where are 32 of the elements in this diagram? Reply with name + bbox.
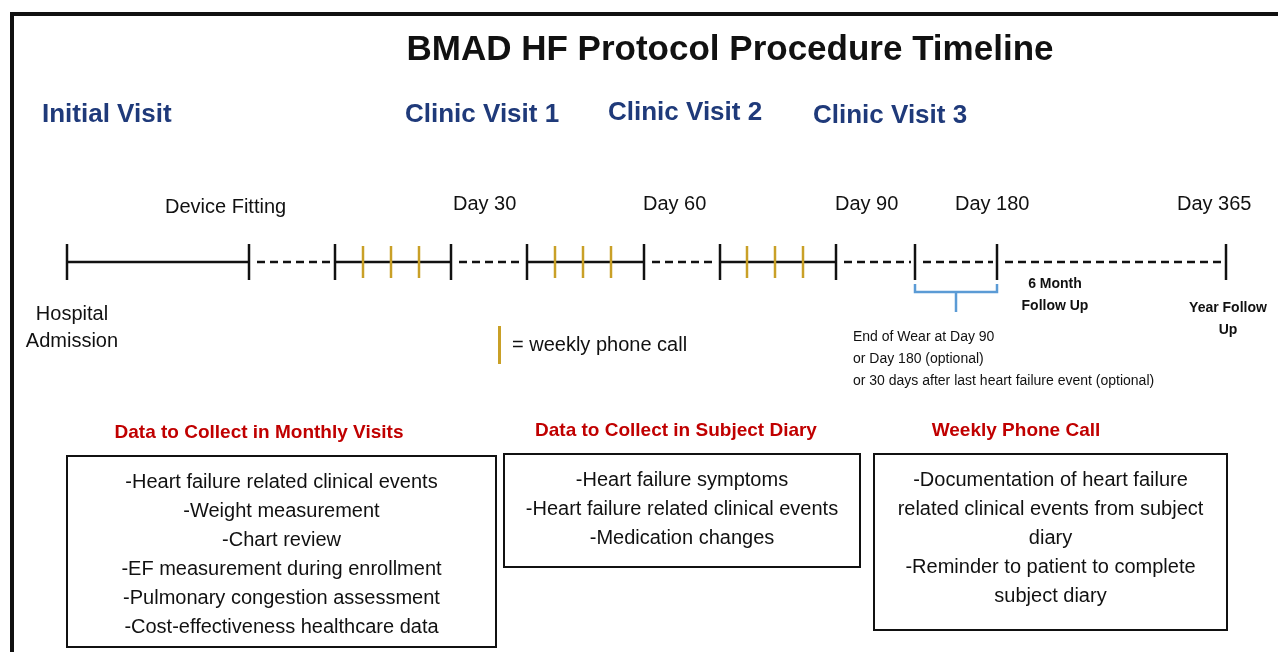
list-item: -Heart failure related clinical events: [124, 469, 439, 494]
box-heading: Data to Collect in Monthly Visits: [114, 421, 404, 443]
title: BMAD HF Protocol Procedure Timeline: [406, 28, 1054, 68]
list-item: -Chart review: [221, 527, 342, 552]
list-item: -Weight measurement: [182, 498, 381, 523]
list-item: -Reminder to patient to complete subject diary: [904, 554, 1197, 608]
milestone-label: Day 30: [453, 192, 517, 215]
visit-heading: Clinic Visit 2: [608, 96, 763, 127]
milestone-label: Day 365: [1177, 192, 1252, 215]
visit-heading: Clinic Visit 3: [813, 99, 968, 130]
list-item: -Pulmonary congestion assessment: [122, 585, 441, 610]
list-item: -Heart failure symptoms: [574, 467, 790, 492]
list-item: -Medication changes: [588, 525, 776, 550]
box-heading: Data to Collect in Subject Diary: [535, 419, 817, 441]
list-item: -Documentation of heart failure related clinical events from subject diary: [896, 467, 1205, 550]
note-text: or Day 180 (optional): [853, 350, 984, 366]
list-item: -Heart failure related clinical events: [524, 496, 840, 521]
milestone-label: Device Fitting: [165, 195, 287, 218]
milestone-label: Day 60: [643, 192, 707, 215]
milestone-label: 6 Month Follow Up: [1020, 274, 1090, 315]
milestone-label: Day 90: [835, 192, 899, 215]
list-item: -EF measurement during enrollment: [120, 556, 443, 581]
list-item: -Cost-effectiveness healthcare data: [123, 614, 440, 639]
note-text: or 30 days after last heart failure event (optional): [853, 372, 1155, 388]
milestone-label: Day 180: [955, 192, 1030, 215]
visit-heading: Initial Visit: [42, 98, 172, 129]
milestone-label: Year Follow Up: [1188, 298, 1268, 339]
milestone-label: Hospital Admission: [24, 301, 120, 353]
box-heading: Weekly Phone Call: [931, 419, 1101, 441]
legend-text: = weekly phone call: [512, 333, 688, 356]
note-text: End of Wear at Day 90: [853, 328, 995, 344]
visit-heading: Clinic Visit 1: [405, 98, 560, 129]
